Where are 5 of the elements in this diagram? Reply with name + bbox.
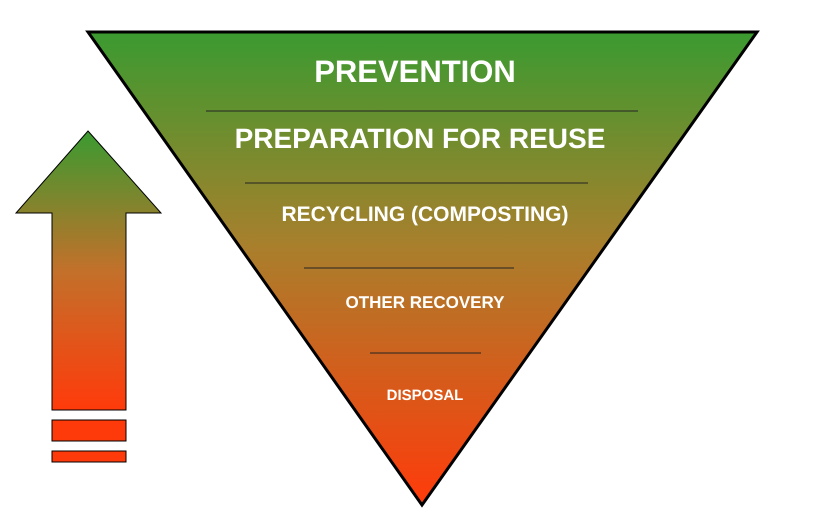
level-label: DISPOSAL [386, 386, 464, 404]
level-label: RECYCLING (COMPOSTING) [282, 203, 568, 227]
level-label: PREPARATION FOR REUSE [234, 123, 606, 155]
level-label: PREVENTION [314, 54, 516, 90]
level-label: OTHER RECOVERY [345, 293, 504, 313]
